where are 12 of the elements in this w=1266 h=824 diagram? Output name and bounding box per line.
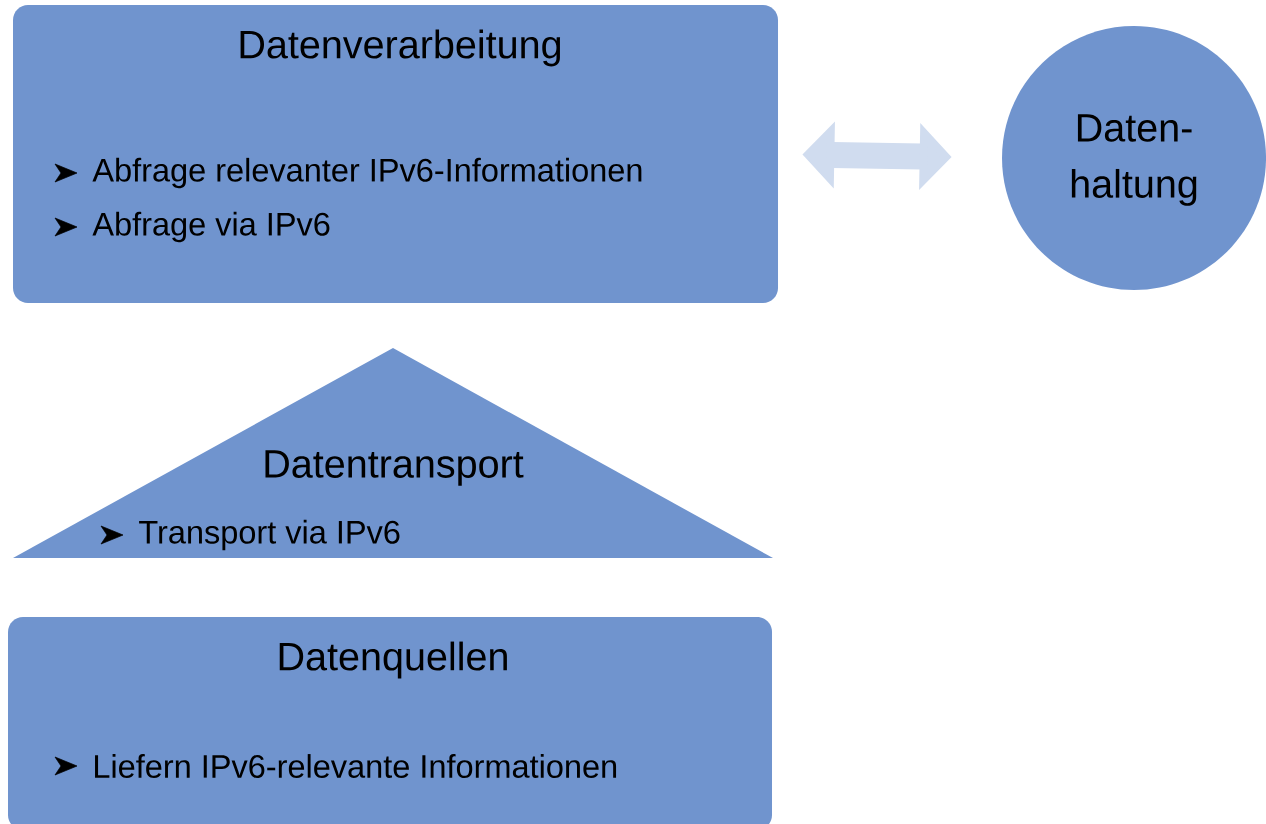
bullet-item: Abfrage relevanter IPv6-Informationen — [92, 157, 642, 189]
storage-circle — [1002, 26, 1266, 290]
process-box — [13, 5, 778, 303]
bullet-item: Abfrage via IPv6 — [92, 211, 330, 243]
circle-label: Daten- haltung — [1071, 114, 1197, 206]
box-title: Datentransport — [265, 450, 524, 486]
box-title: Datenquellen — [279, 641, 507, 679]
box-title: Datenverarbeitung — [240, 29, 561, 67]
transport-triangle — [13, 348, 773, 558]
bullet-item: Transport via IPv6 — [139, 519, 400, 551]
process-box — [8, 617, 772, 824]
bullet-item: Liefern IPv6-relevante Informationen — [95, 754, 617, 778]
